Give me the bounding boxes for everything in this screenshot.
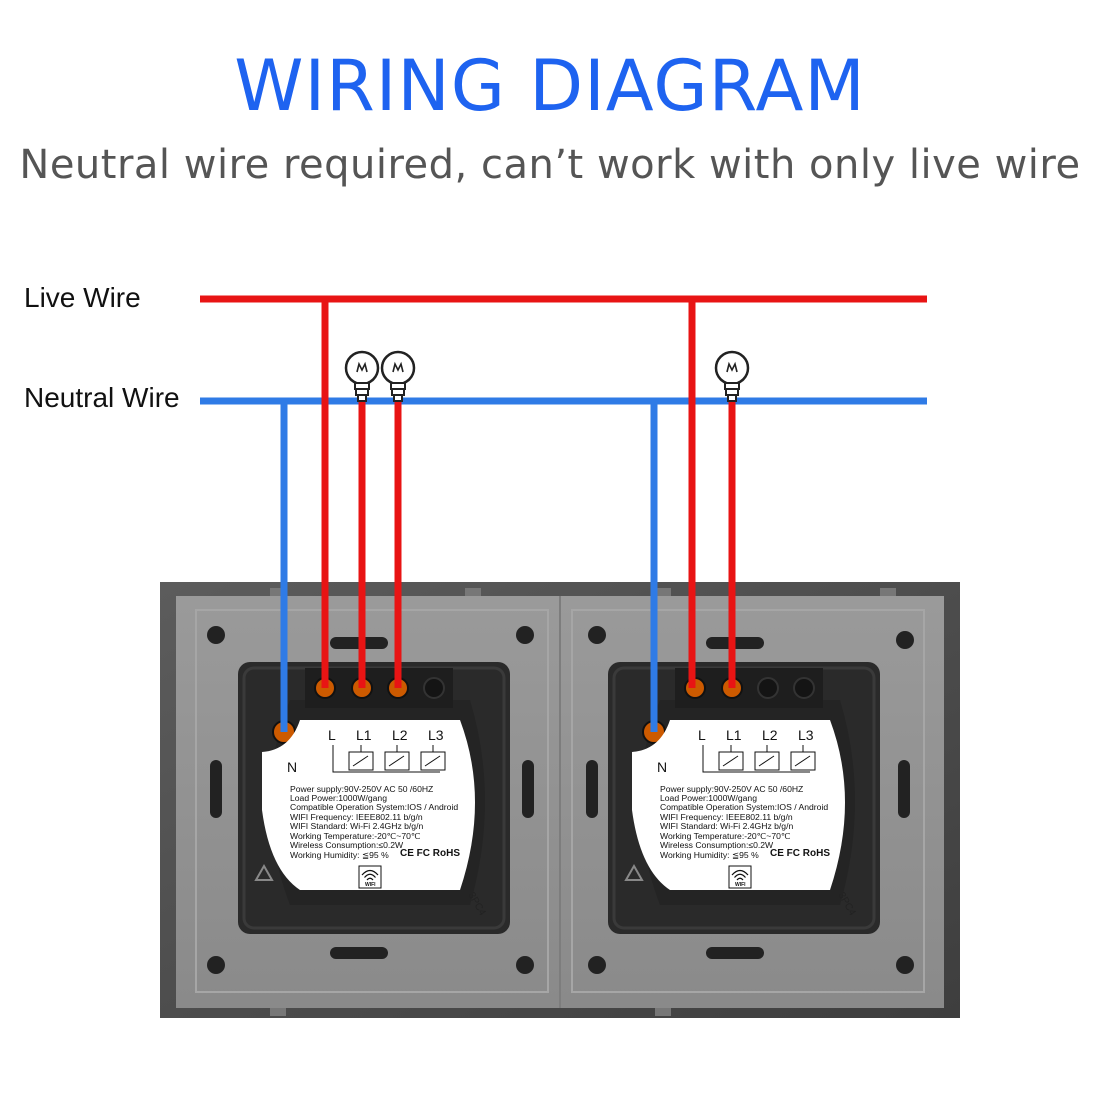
gang-frame-left bbox=[195, 609, 549, 993]
wifi-icon bbox=[358, 865, 382, 889]
mount-slot bbox=[586, 760, 598, 818]
diagram-title: WIRING DIAGRAM bbox=[234, 45, 866, 127]
neutral-wire-label: Neutral Wire bbox=[24, 382, 180, 413]
terminal-label-l3: L3 bbox=[428, 727, 444, 743]
frame-clip bbox=[270, 588, 286, 596]
frame-clip bbox=[465, 588, 481, 596]
terminal-screw-l3 bbox=[423, 677, 445, 699]
spec-line: WIFI Standard: Wi-Fi 2.4GHz b/g/n bbox=[660, 821, 793, 831]
wifi-icon bbox=[731, 869, 749, 881]
mount-slot bbox=[706, 947, 764, 959]
switch-module-1: L L1 L2 L3 N Power supply:90V-250V AC 50… bbox=[238, 662, 510, 934]
frame-clip bbox=[655, 588, 671, 596]
spec-line: WIFI Frequency: IEEE802.11 b/g/n bbox=[290, 812, 423, 822]
mount-slot bbox=[522, 760, 534, 818]
module-label bbox=[632, 720, 845, 890]
cert-marks: CE FC RoHS bbox=[400, 848, 460, 859]
cert-marks: CE FC RoHS bbox=[770, 848, 830, 859]
diagram-subtitle: Neutral wire required, can’t work with o… bbox=[19, 142, 1081, 188]
light-bulb-icon bbox=[380, 350, 416, 402]
frame-clip bbox=[270, 1008, 286, 1016]
spec-line: Working Temperature:-20℃~70℃ bbox=[290, 831, 421, 841]
wifi-icon bbox=[361, 869, 379, 881]
spec-line: Load Power:1000W/gang bbox=[660, 793, 757, 803]
mount-hole bbox=[207, 956, 225, 974]
spec-line: WIFI Frequency: IEEE802.11 b/g/n bbox=[660, 812, 793, 822]
wifi-label: WIFI bbox=[735, 882, 746, 888]
light-bulb-icon bbox=[714, 350, 750, 402]
mount-hole bbox=[896, 956, 914, 974]
circuit-schematic bbox=[332, 745, 446, 773]
circuit-schematic bbox=[702, 745, 816, 773]
terminal-screw-l3 bbox=[793, 677, 815, 699]
terminal-label-l1: L1 bbox=[356, 727, 372, 743]
terminal-label-l2: L2 bbox=[392, 727, 408, 743]
frame-clip bbox=[655, 1008, 671, 1016]
spec-line: Working Temperature:-20℃~70℃ bbox=[660, 831, 791, 841]
mount-hole bbox=[896, 631, 914, 649]
spec-line: Power supply:90V-250V AC 50 /60HZ bbox=[660, 784, 803, 794]
spec-line: Power supply:90V-250V AC 50 /60HZ bbox=[290, 784, 433, 794]
wifi-icon bbox=[728, 865, 752, 889]
mount-slot bbox=[898, 760, 910, 818]
mount-hole bbox=[516, 956, 534, 974]
terminal-label-l2: L2 bbox=[762, 727, 778, 743]
recycle-icon bbox=[254, 863, 274, 881]
light-bulb-icon bbox=[344, 350, 380, 402]
mount-hole bbox=[588, 956, 606, 974]
module-label bbox=[262, 720, 475, 890]
mount-hole bbox=[516, 626, 534, 644]
terminal-label-l: L bbox=[328, 727, 336, 743]
spec-line: Compatible Operation System:IOS / Androi… bbox=[660, 802, 828, 812]
spec-line: WIFI Standard: Wi-Fi 2.4GHz b/g/n bbox=[290, 821, 423, 831]
mount-slot bbox=[210, 760, 222, 818]
terminal-label-n: N bbox=[287, 759, 297, 775]
spec-line: Working Humidity: ≦95 % bbox=[290, 850, 389, 860]
frame-clip bbox=[880, 588, 896, 596]
switch-module-2: L L1 L2 L3 N Power supply:90V-250V AC 50… bbox=[608, 662, 880, 934]
mount-hole bbox=[207, 626, 225, 644]
terminal-label-l1: L1 bbox=[726, 727, 742, 743]
recycle-icon bbox=[624, 863, 644, 881]
live-wire-label: Live Wire bbox=[24, 282, 141, 313]
terminal-screw-l2 bbox=[757, 677, 779, 699]
terminal-label-n: N bbox=[657, 759, 667, 775]
spec-line: Wireless Consumption:≤0.2W bbox=[660, 840, 774, 850]
terminal-label-l3: L3 bbox=[798, 727, 814, 743]
wifi-label: WIFI bbox=[365, 882, 376, 888]
mount-slot bbox=[330, 947, 388, 959]
terminal-label-l: L bbox=[698, 727, 706, 743]
spec-line: Working Humidity: ≦95 % bbox=[660, 850, 759, 860]
gang-frame-right bbox=[571, 609, 925, 993]
spec-line: Wireless Consumption:≤0.2W bbox=[290, 840, 404, 850]
spec-line: Load Power:1000W/gang bbox=[290, 793, 387, 803]
mount-hole bbox=[588, 626, 606, 644]
spec-line: Compatible Operation System:IOS / Androi… bbox=[290, 802, 458, 812]
